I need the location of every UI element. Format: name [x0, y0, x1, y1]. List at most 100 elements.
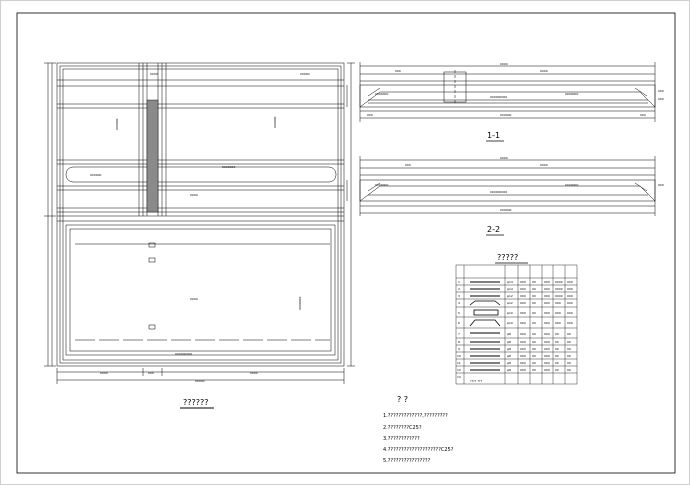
note-item: 1.?????????????,?????????	[383, 413, 448, 419]
svg-text:00: 00	[555, 368, 559, 372]
svg-text:000: 000	[544, 301, 550, 305]
svg-text:000: 000	[395, 69, 401, 73]
svg-text:φ8: φ8	[507, 332, 511, 336]
section-2-2-title: 2-2	[487, 225, 500, 234]
svg-text:000: 000	[658, 97, 664, 101]
svg-text:00: 00	[555, 361, 559, 365]
svg-text:0000: 0000	[500, 156, 508, 160]
svg-text:0000000: 0000000	[565, 183, 578, 187]
svg-text:000000: 000000	[115, 118, 119, 130]
svg-text:00: 00	[532, 354, 536, 358]
svg-text:000: 000	[544, 311, 550, 315]
rebar-table-title: ?????	[497, 253, 518, 262]
svg-text:000: 000	[555, 311, 561, 315]
svg-text:0000: 0000	[555, 280, 563, 284]
svg-text:φ8: φ8	[507, 347, 511, 351]
svg-text:000: 000	[544, 332, 550, 336]
table-row-number: 1	[458, 280, 460, 284]
rebar-table-row-numbers: 1 2 3 4 5 6 7 8 9 10 11 12 13 ???? ???	[457, 280, 483, 383]
svg-text:00: 00	[567, 332, 571, 336]
svg-text:000: 000	[567, 321, 573, 325]
table-row-number: 12	[457, 368, 461, 372]
svg-text:000: 000	[520, 332, 526, 336]
svg-text:0000: 0000	[250, 371, 258, 375]
svg-text:0000: 0000	[540, 69, 548, 73]
drawing-frame	[16, 12, 676, 474]
svg-text:00000: 00000	[300, 72, 310, 76]
svg-text:000: 000	[520, 361, 526, 365]
table-row-number: 10	[457, 354, 461, 358]
svg-text:00: 00	[555, 347, 559, 351]
svg-text:000000: 000000	[273, 116, 277, 128]
svg-text:00: 00	[532, 311, 536, 315]
svg-text:000: 000	[555, 321, 561, 325]
svg-text:00: 00	[532, 361, 536, 365]
svg-text:000: 000	[544, 280, 550, 284]
svg-text:φ10: φ10	[507, 321, 513, 325]
svg-text:00: 00	[532, 287, 536, 291]
svg-text:0000: 0000	[190, 193, 198, 197]
svg-text:0000: 0000	[100, 371, 108, 375]
svg-text:000: 000	[544, 340, 550, 344]
svg-text:000: 000	[520, 354, 526, 358]
svg-text:φ12: φ12	[507, 301, 513, 305]
svg-text:000: 000	[567, 287, 573, 291]
svg-text:0000: 0000	[555, 294, 563, 298]
svg-text:000: 000	[405, 163, 411, 167]
svg-text:φ10: φ10	[507, 311, 513, 315]
svg-text:φ8: φ8	[507, 340, 511, 344]
svg-text:00: 00	[532, 347, 536, 351]
svg-text:000: 000	[520, 311, 526, 315]
svg-text:000: 000	[544, 368, 550, 372]
table-row-number: 3	[458, 294, 460, 298]
svg-text:000: 000	[544, 294, 550, 298]
svg-text:000000000: 000000000	[490, 190, 507, 194]
svg-text:00: 00	[567, 361, 571, 365]
svg-text:000: 000	[544, 321, 550, 325]
svg-text:000: 000	[567, 311, 573, 315]
svg-text:0000000: 0000000	[375, 183, 388, 187]
svg-text:00: 00	[567, 347, 571, 351]
svg-text:0000000: 0000000	[375, 92, 388, 96]
svg-text:0000000: 0000000	[565, 92, 578, 96]
svg-text:00000: 00000	[195, 379, 205, 383]
svg-text:000000: 000000	[500, 113, 512, 117]
svg-text:000: 000	[567, 294, 573, 298]
table-row-number: 5	[458, 311, 460, 315]
svg-text:000: 000	[567, 301, 573, 305]
rebar-table	[455, 264, 578, 385]
svg-text:φ8: φ8	[507, 361, 511, 365]
svg-text:00: 00	[532, 321, 536, 325]
table-row-number: 2	[458, 287, 460, 291]
table-total-row: ???? ???	[470, 379, 483, 383]
table-row-number: 11	[457, 361, 461, 365]
svg-text:0000: 0000	[540, 163, 548, 167]
svg-text:00: 00	[532, 340, 536, 344]
table-row-number: 6	[458, 321, 460, 325]
svg-text:00: 00	[567, 354, 571, 358]
svg-text:φ14: φ14	[507, 287, 513, 291]
svg-text:000: 000	[544, 287, 550, 291]
section-1-1-title: 1-1	[487, 131, 500, 140]
note-item: 4.????????????????????C25?	[383, 447, 454, 453]
svg-text:000000: 000000	[90, 173, 102, 177]
svg-text:000: 000	[640, 113, 646, 117]
svg-text:0000000: 0000000	[222, 165, 235, 169]
svg-text:00: 00	[532, 280, 536, 284]
svg-text:000: 000	[520, 347, 526, 351]
note-item: 5.????????????????	[383, 458, 431, 464]
notes-header: ? ?	[397, 395, 408, 404]
svg-text:φ12: φ12	[507, 294, 513, 298]
svg-text:φ8: φ8	[507, 368, 511, 372]
svg-text:000: 000	[567, 280, 573, 284]
svg-text:00: 00	[555, 354, 559, 358]
svg-text:000: 000	[520, 294, 526, 298]
note-item: 2.????????C25?	[383, 425, 422, 431]
svg-text:000: 000	[555, 301, 561, 305]
svg-text:000: 000	[520, 301, 526, 305]
table-row-number: 8	[458, 340, 460, 344]
svg-text:00: 00	[532, 294, 536, 298]
